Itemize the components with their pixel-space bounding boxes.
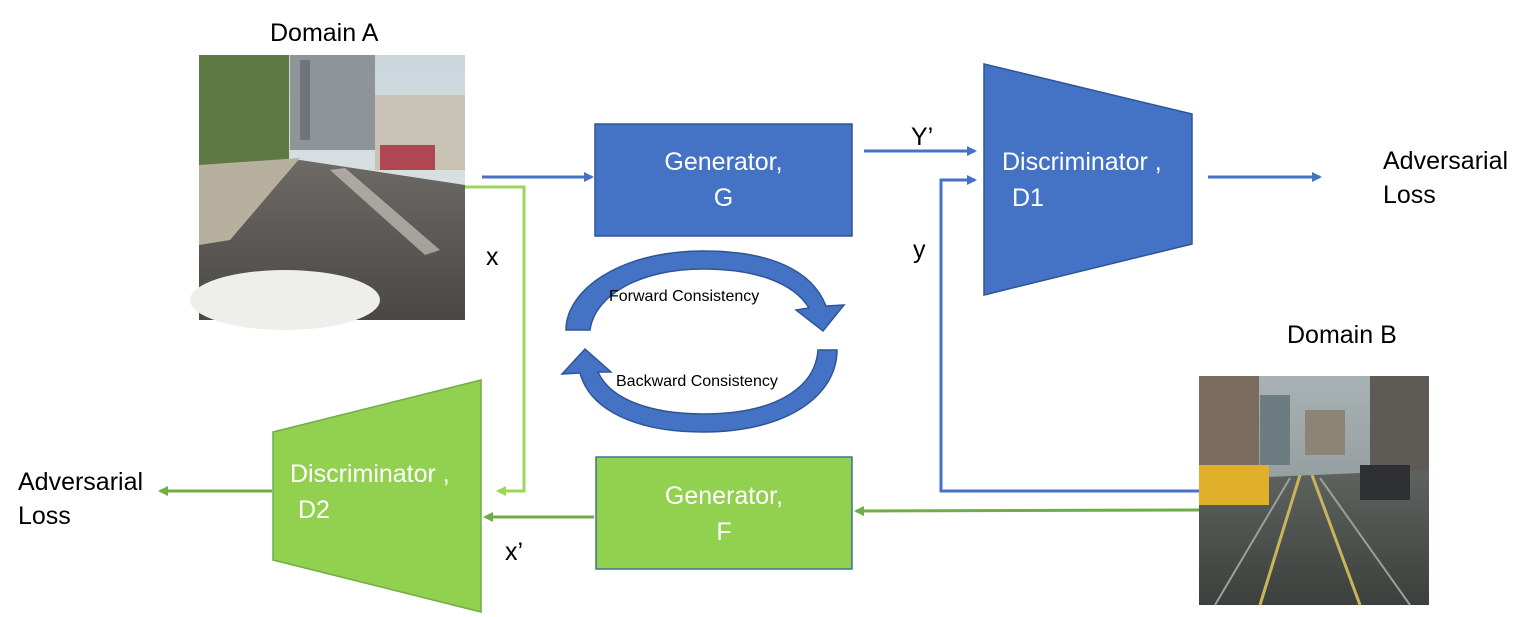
forward-consistency-arrow xyxy=(565,250,846,333)
forward-consistency-label: Forward Consistency xyxy=(609,288,760,305)
domain-b-image xyxy=(1199,376,1429,606)
backward-consistency-arrow xyxy=(560,347,838,433)
domain-a-image xyxy=(190,55,465,330)
discriminator-d1-line1: Discriminator , xyxy=(1002,148,1162,176)
discriminator-d2-label: Discriminator , D2 xyxy=(290,456,450,528)
domain-b-title: Domain B xyxy=(1287,321,1397,349)
generator-g-box xyxy=(594,123,853,237)
generator-g-label: Generator, G xyxy=(595,144,852,216)
generator-f-line1: Generator, xyxy=(664,482,784,510)
arrow-domain-b-to-d1 xyxy=(939,175,1199,493)
discriminator-d2-line2: D2 xyxy=(298,496,330,524)
generator-f-label: Generator, F xyxy=(596,478,852,550)
adversarial-loss-right-line1: Adversarial xyxy=(1383,147,1509,175)
backward-consistency-label: Backward Consistency xyxy=(616,373,778,390)
adversarial-loss-right-line2: Loss xyxy=(1383,181,1436,209)
discriminator-d1-shape xyxy=(983,63,1193,296)
label-x-prime: x’ xyxy=(505,538,524,566)
generator-g-line1: Generator, xyxy=(664,148,783,176)
arrow-domain-b-to-f xyxy=(854,505,1200,516)
label-y: y xyxy=(913,236,926,264)
discriminator-d1-line2: D1 xyxy=(1012,184,1044,212)
discriminator-d2-line1: Discriminator , xyxy=(290,460,450,488)
domain-a-title: Domain A xyxy=(270,19,379,47)
adversarial-loss-left-line1: Adversarial xyxy=(18,468,144,496)
generator-f-line2: F xyxy=(716,518,732,546)
discriminator-d1-label: Discriminator , D1 xyxy=(1002,144,1162,216)
label-x: x xyxy=(486,243,499,271)
adversarial-loss-left: Adversarial Loss xyxy=(18,465,143,533)
generator-f-box xyxy=(595,456,853,570)
label-y-prime: Y’ xyxy=(911,123,934,151)
adversarial-loss-right: Adversarial Loss xyxy=(1383,144,1508,212)
adversarial-loss-left-line2: Loss xyxy=(18,502,71,530)
arrow-x-to-d2 xyxy=(465,185,526,496)
discriminator-d2-shape xyxy=(272,379,482,613)
generator-g-line2: G xyxy=(713,184,734,212)
